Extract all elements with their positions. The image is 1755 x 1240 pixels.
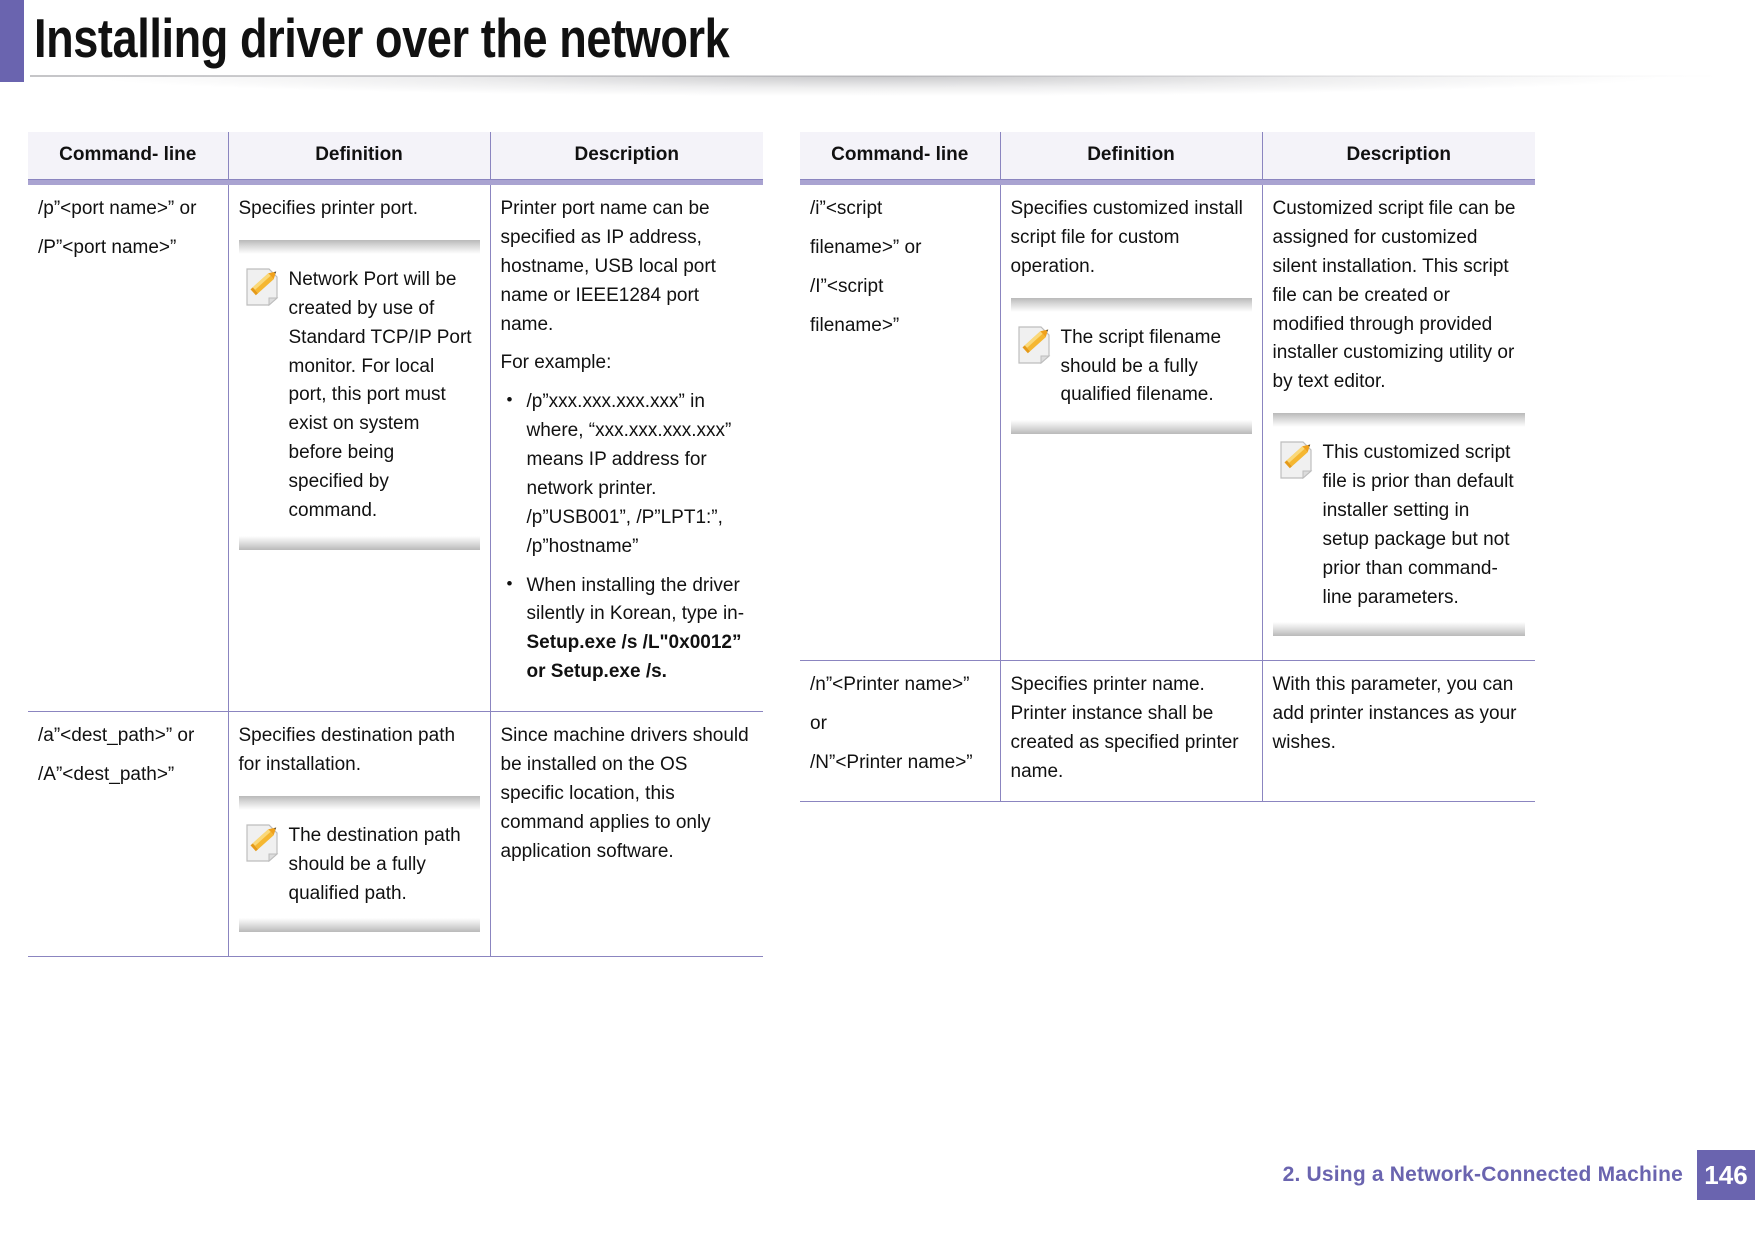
- description-paragraph: Since machine drivers should be installe…: [500, 725, 749, 862]
- command-line-text: or: [810, 713, 827, 735]
- command-line-text: /n”<Printer name>”: [810, 674, 970, 696]
- footer-page-number: 146: [1697, 1150, 1755, 1200]
- cell-description: Customized script file can be assigned f…: [1261, 185, 1535, 662]
- command-line-text: /I”<script: [810, 275, 884, 297]
- list-item: When installing the driver silently in K…: [501, 571, 754, 688]
- note-bottom-rule: [1272, 622, 1525, 637]
- footer-chapter-label: 2. Using a Network-Connected Machine: [1282, 1163, 1683, 1186]
- cell-command-line: /n”<Printer name>” or /N”<Printer name>”: [800, 660, 1000, 802]
- description-example-label: For example:: [500, 352, 612, 374]
- note-top-rule: [1272, 413, 1525, 428]
- note-text: The script filename should be a fully qu…: [1060, 326, 1222, 406]
- note-bottom-rule: [238, 918, 480, 933]
- cell-definition: Specifies destination path for installat…: [227, 711, 490, 958]
- note-box: The script filename should be a fully qu…: [1010, 297, 1252, 435]
- table-row: /a”<dest_path>” or /A”<dest_path>” Speci…: [28, 711, 763, 958]
- note-box: Network Port will be created by use of S…: [238, 239, 480, 550]
- cell-description: Since machine drivers should be installe…: [489, 711, 763, 958]
- definition-text: Specifies destination path for installat…: [238, 725, 456, 775]
- list-item-text: When installing the driver silently in K…: [526, 574, 745, 625]
- note-text: The destination path should be a fully q…: [288, 824, 461, 904]
- description-paragraph: Customized script file can be assigned f…: [1272, 198, 1516, 393]
- note-top-rule: [238, 239, 480, 254]
- cell-command-line: /a”<dest_path>” or /A”<dest_path>”: [28, 711, 228, 958]
- command-line-text: /p”<port name>” or: [38, 198, 197, 219]
- page-title: Installing driver over the network: [34, 7, 730, 69]
- command-line-text: filename>” or: [810, 236, 922, 258]
- cell-command-line: /i”<script filename>” or /I”<script file…: [800, 185, 1000, 662]
- cell-definition: Specifies printer name. Printer instance…: [999, 660, 1262, 802]
- note-bottom-rule: [1010, 420, 1252, 435]
- note-text: This customized script file is prior tha…: [1322, 442, 1514, 608]
- parameter-table-right: Command- line Definition Description /i”…: [800, 132, 1535, 802]
- column-header-definition: Definition: [227, 132, 490, 180]
- cell-description: Printer port name can be specified as IP…: [489, 185, 763, 712]
- cell-definition: Specifies customized install script file…: [999, 185, 1262, 662]
- header-accent-bar: [0, 0, 24, 82]
- table-header-row: Command- line Definition Description: [800, 132, 1535, 180]
- definition-text: Specifies customized install script file…: [1010, 198, 1243, 277]
- command-line-text: /a”<dest_path>” or: [38, 725, 195, 746]
- list-item: /p”xxx.xxx.xxx.xxx” in where, “xxx.xxx.x…: [501, 387, 754, 561]
- command-line-text: /A”<dest_path>”: [38, 763, 175, 785]
- command-line-text: /i”<script: [810, 198, 883, 219]
- column-header-command-line: Command- line: [28, 132, 228, 180]
- list-item-bold-text: Setup.exe /s /L"0x0012” or Setup.exe /s.: [526, 632, 742, 683]
- note-pencil-icon: [1017, 326, 1051, 364]
- note-top-rule: [1010, 297, 1252, 312]
- title-shadow: [30, 76, 1720, 102]
- parameter-table-left: Command- line Definition Description /p”…: [28, 132, 763, 958]
- column-header-command-line: Command- line: [800, 132, 1000, 180]
- definition-text: Specifies printer name. Printer instance…: [1010, 674, 1239, 782]
- description-paragraph: Printer port name can be specified as IP…: [500, 198, 716, 335]
- page-footer: 2. Using a Network-Connected Machine 146: [1283, 1150, 1755, 1200]
- note-box: This customized script file is prior tha…: [1272, 413, 1525, 637]
- column-header-definition: Definition: [999, 132, 1262, 180]
- cell-command-line: /p”<port name>” or /P”<port name>”: [28, 185, 228, 712]
- description-paragraph: With this parameter, you can add printer…: [1272, 674, 1517, 754]
- column-header-description: Description: [1261, 132, 1535, 180]
- column-header-description: Description: [489, 132, 763, 180]
- cell-definition: Specifies printer port.: [227, 185, 490, 712]
- note-box: The destination path should be a fully q…: [238, 795, 480, 933]
- note-top-rule: [238, 795, 480, 810]
- table-header-row: Command- line Definition Description: [28, 132, 763, 180]
- title-rule: [30, 75, 1720, 77]
- cell-description: With this parameter, you can add printer…: [1261, 660, 1535, 802]
- description-bullet-list: /p”xxx.xxx.xxx.xxx” in where, “xxx.xxx.x…: [501, 387, 754, 688]
- note-text: Network Port will be created by use of S…: [288, 268, 472, 521]
- table-row: /i”<script filename>” or /I”<script file…: [800, 185, 1535, 662]
- table-top-accent: [800, 179, 1535, 185]
- note-pencil-icon: [245, 268, 279, 306]
- command-line-text: /N”<Printer name>”: [810, 752, 973, 774]
- note-pencil-icon: [245, 824, 279, 862]
- command-line-text: /P”<port name>”: [38, 236, 177, 258]
- command-line-text: filename>”: [810, 314, 900, 336]
- table-row: /n”<Printer name>” or /N”<Printer name>”…: [800, 660, 1535, 802]
- table-top-accent: [28, 179, 763, 185]
- definition-text: Specifies printer port.: [238, 198, 419, 219]
- note-pencil-icon: [1279, 441, 1313, 480]
- note-bottom-rule: [238, 535, 480, 550]
- table-row: /p”<port name>” or /P”<port name>” Speci…: [28, 185, 763, 712]
